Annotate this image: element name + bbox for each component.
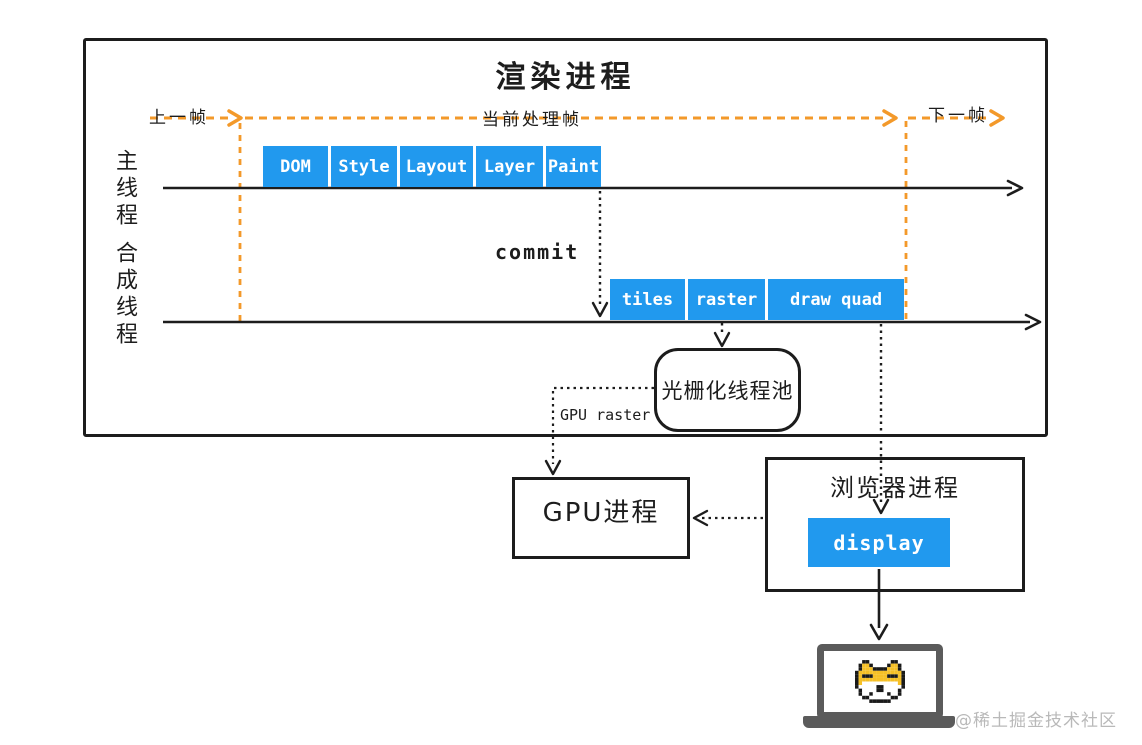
gpu-raster-arrowhead [544,459,562,476]
stage-box-layout: Layout [400,146,473,187]
shiba-face-icon [855,660,905,703]
next-frame-label: 下一帧 [928,106,988,126]
browser-to-gpu-arrowhead [692,509,709,527]
commit-label: commit [495,240,580,264]
current-frame-label: 当前处理帧 [482,110,582,130]
raster-thread-pool-box: 光栅化线程池 [654,348,801,432]
main-thread-label: 主线程 [112,149,137,230]
laptop-base [803,716,955,728]
raster-thread-pool-label: 光栅化线程池 [661,379,794,403]
stage-box-draw-quad: draw quad [768,279,904,320]
prev-frame-label: 上一帧 [149,108,209,128]
display-button: display [808,518,950,567]
stage-box-raster: raster [688,279,765,320]
stage-box-style: Style [331,146,397,187]
gpu-process-label: GPU进程 [542,498,660,528]
browser-process-title: 浏览器进程 [830,474,960,502]
stage-box-layer: Layer [476,146,543,187]
render-process-title: 渲染进程 [495,60,636,95]
render-process-box [83,38,1048,437]
main-thread-stages: DOM Style Layout Layer Paint [263,146,601,187]
compositor-thread-stages: tiles raster draw quad [610,279,904,320]
laptop-icon [817,644,943,719]
gpu-process-box: GPU进程 [512,477,690,559]
stage-box-paint: Paint [546,146,601,187]
stage-box-tiles: tiles [610,279,685,320]
display-to-laptop-arrowhead [869,623,889,641]
gpu-raster-label: GPU raster [560,406,651,424]
compositor-thread-label: 合成线程 [112,241,137,349]
watermark: @稀土掘金技术社区 [955,711,1117,731]
stage-box-dom: DOM [263,146,328,187]
